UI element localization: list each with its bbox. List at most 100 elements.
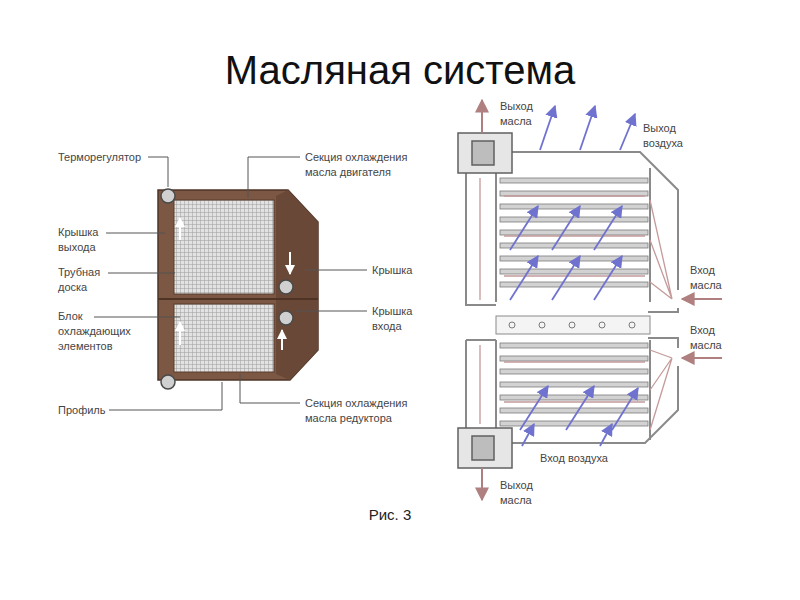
part-label: Крышка выхода — [58, 225, 120, 255]
divider — [509, 322, 635, 328]
cooler-housing — [495, 168, 497, 302]
cooler-block — [276, 190, 318, 380]
leader-line — [305, 270, 367, 271]
cooler-housing — [495, 340, 497, 440]
part-label: Вход масла — [690, 263, 742, 293]
leader-line — [148, 157, 168, 187]
thermostat — [458, 133, 512, 468]
bolt — [279, 280, 293, 294]
cooling-tube — [500, 204, 648, 209]
thermostat — [472, 141, 494, 165]
bolt — [161, 189, 293, 389]
oil-flow — [504, 362, 645, 402]
part-label: Терморегулятор — [58, 150, 168, 165]
divider — [569, 322, 575, 328]
cooling-tube — [500, 356, 648, 361]
cooling-tube — [500, 343, 648, 348]
oil-flow — [480, 178, 672, 430]
oil-arrow — [481, 468, 483, 500]
part-label: Вход воздуха — [540, 451, 636, 466]
part-label: Выход масла — [500, 99, 552, 129]
cooling-tube — [500, 282, 648, 287]
cooler-block — [179, 322, 181, 345]
cooler-housing — [466, 339, 496, 341]
cooler-housing — [466, 173, 496, 305]
divider — [496, 316, 650, 334]
air-arrow — [594, 206, 622, 250]
cooling-tube — [500, 217, 648, 222]
thermostat — [458, 428, 512, 468]
air-arrow — [594, 256, 622, 300]
cooler-block — [174, 200, 274, 294]
cooling-tube — [500, 191, 648, 196]
cooler-block — [158, 190, 318, 380]
air-arrow — [510, 256, 538, 300]
cooler-housing — [512, 366, 678, 443]
air-arrow — [540, 106, 555, 150]
oil-arrow — [482, 100, 722, 500]
air-arrow — [552, 206, 580, 250]
cooler-housing — [648, 308, 678, 312]
part-label: Вход масла — [690, 323, 742, 353]
cooling-tube — [500, 243, 648, 248]
part-label: Крышка входа — [372, 304, 434, 334]
cooler-housing — [648, 338, 678, 348]
leader-line — [94, 317, 180, 318]
part-label: Трубная доска — [58, 265, 120, 295]
bolt — [161, 189, 175, 203]
leader-line — [108, 273, 175, 274]
cooler-block — [158, 190, 318, 380]
air-arrow — [522, 424, 534, 446]
divider — [496, 316, 650, 334]
leader-line — [109, 382, 222, 410]
oil-flow — [479, 345, 480, 424]
oil-arrow — [682, 357, 722, 359]
figure-caption: Рис. 3 — [340, 506, 440, 524]
leader-line — [248, 157, 300, 198]
part-label: Крышка — [372, 263, 434, 278]
oil-arrow — [481, 100, 483, 133]
cooler-block — [174, 304, 274, 372]
oil-flow — [650, 200, 672, 299]
cooling-tube — [500, 178, 648, 183]
divider — [599, 322, 605, 328]
cooling-tube — [500, 256, 648, 261]
cooling-tube — [500, 269, 648, 274]
oil-arrow — [682, 298, 722, 300]
air-arrow — [612, 388, 638, 430]
cooler-block — [281, 330, 283, 350]
part-label: Выход масла — [500, 478, 552, 508]
oil-flow — [479, 178, 480, 300]
cooler-block — [289, 252, 291, 274]
air-arrow — [520, 386, 548, 430]
bolt — [279, 311, 293, 325]
air-arrow — [510, 206, 538, 250]
air-arrow — [580, 106, 595, 150]
cooler-housing — [466, 152, 678, 443]
cooler-block — [158, 298, 318, 300]
thermostat — [472, 436, 494, 460]
divider — [509, 322, 515, 328]
leader-line — [106, 233, 165, 234]
air-arrow — [566, 386, 594, 430]
part-label: Секция охлаждения масла редуктора — [305, 396, 427, 426]
cooling-tube — [500, 178, 648, 426]
leader-line — [296, 311, 367, 312]
air-arrow — [600, 424, 612, 446]
divider — [539, 322, 545, 328]
oil-flow — [650, 350, 672, 430]
cooler-housing — [465, 340, 467, 428]
leader-line — [94, 157, 367, 410]
part-label: Секция охлаждения масла двигателя — [305, 150, 427, 180]
cooling-tube — [500, 395, 648, 400]
part-label: Выход воздуха — [643, 121, 705, 151]
cooler-block — [179, 218, 181, 240]
divider — [629, 322, 635, 328]
air-arrow — [552, 256, 580, 300]
slide-title: Масляная система — [0, 46, 800, 94]
part-label: Блок охлаждающих элементов — [58, 309, 138, 354]
air-arrow — [620, 114, 635, 150]
cooling-tube — [500, 382, 648, 387]
leader-line — [240, 374, 300, 403]
part-label: Профиль — [58, 403, 138, 418]
